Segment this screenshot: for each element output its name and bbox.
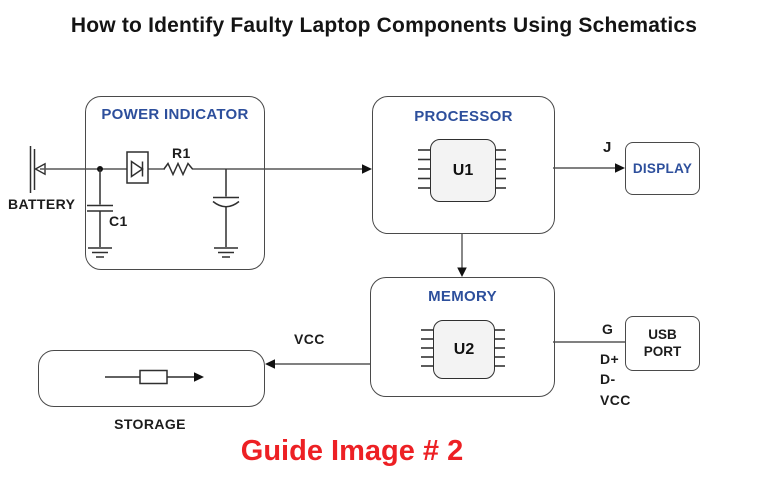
diode-icon: [126, 151, 149, 184]
storage-label: STORAGE: [114, 416, 186, 432]
chip-u1: U1: [430, 139, 496, 202]
arrowhead-into-processor: [362, 164, 372, 174]
capacitor-c1-label: C1: [109, 213, 128, 229]
wire-j-label: J: [603, 139, 612, 156]
chip-pins-u1: [418, 149, 506, 189]
resistor-r1-label: R1: [172, 145, 191, 161]
wire-memory-to-storage: [265, 359, 370, 369]
memory-box: MEMORY: [370, 277, 555, 397]
usb-port-label-line2: PORT: [643, 343, 682, 359]
display-box: DISPLAY: [625, 142, 700, 195]
page-title: How to Identify Faulty Laptop Components…: [70, 14, 698, 37]
chip-u2: U2: [433, 320, 495, 379]
chip-u2-label: U2: [453, 340, 475, 358]
usb-port-label-line1: USB: [648, 326, 677, 342]
usb-pin-vcc-label: VCC: [600, 392, 631, 408]
wire-vcc-label: VCC: [294, 331, 325, 347]
usb-pin-dminus-label: D-: [600, 371, 616, 387]
capacitor-2-icon: [212, 169, 240, 247]
processor-box: PROCESSOR: [372, 96, 555, 234]
wire-processor-to-display: [553, 163, 625, 173]
display-label: DISPLAY: [632, 161, 693, 176]
wire-processor-to-memory: [457, 233, 467, 277]
usb-pin-g-label: G: [602, 321, 614, 337]
chip-u1-label: U1: [452, 161, 474, 179]
battery-label: BATTERY: [8, 196, 76, 212]
usb-pin-dplus-label: D+: [600, 351, 620, 367]
usb-port-box: USB PORT: [625, 316, 700, 371]
power-indicator-box: POWER INDICATOR: [85, 96, 265, 270]
chip-pins-u2: [421, 329, 505, 367]
power-indicator-label: POWER INDICATOR: [101, 106, 249, 123]
memory-label: MEMORY: [428, 288, 497, 305]
resistor-r1-icon: [163, 161, 194, 177]
capacitor-c1-icon: [87, 169, 113, 247]
storage-drive-icon: [105, 369, 204, 385]
processor-label: PROCESSOR: [414, 108, 513, 125]
guide-caption: Guide Image # 2: [240, 435, 464, 467]
ground-icon: [214, 247, 238, 258]
storage-box: [38, 350, 265, 407]
